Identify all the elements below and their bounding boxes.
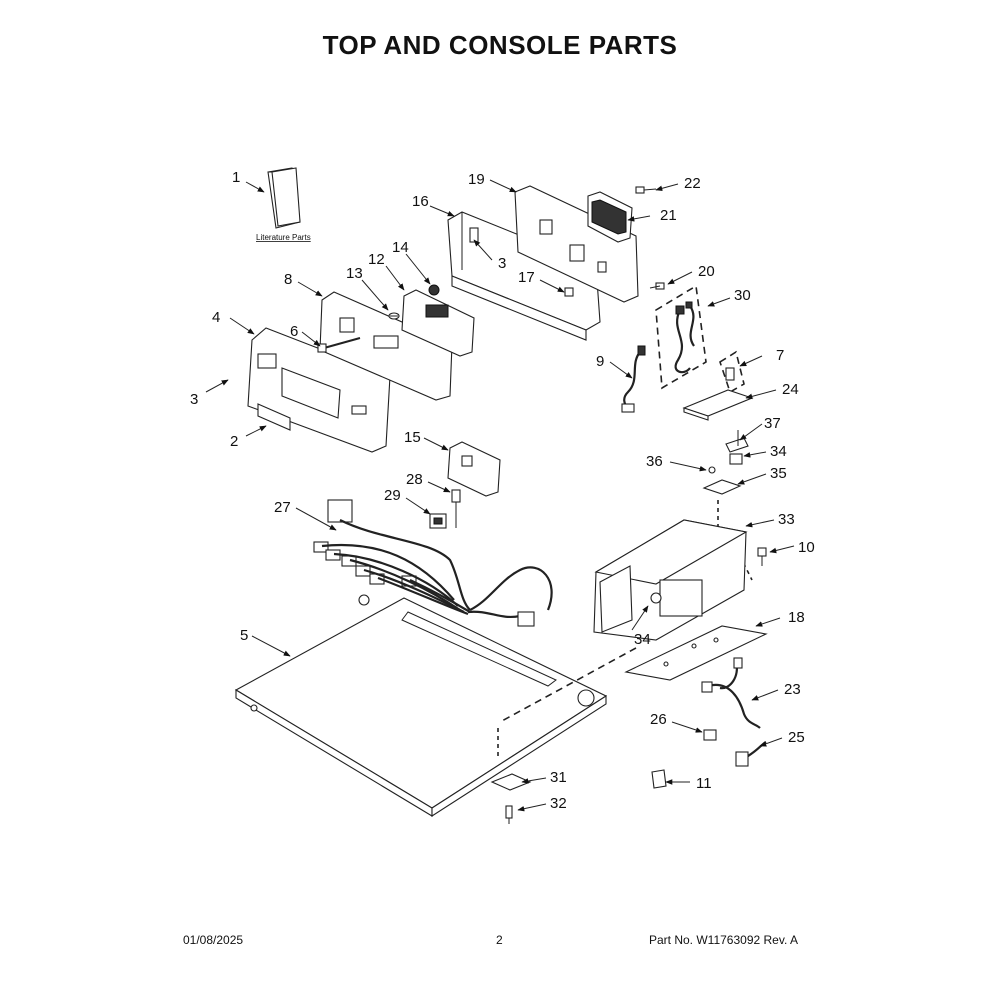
top-panel [234, 597, 608, 818]
callout-9: 9 [596, 353, 604, 370]
screw-28 [451, 489, 461, 528]
bracket-31 [490, 773, 532, 791]
callout-32: 32 [550, 795, 567, 812]
sensor-7 [719, 350, 745, 394]
thermostat-29 [429, 513, 447, 529]
screw-6 [317, 337, 361, 353]
callout-20: 20 [698, 263, 715, 280]
screw-20 [649, 282, 665, 290]
switch-assembly [702, 430, 749, 495]
screw-10 [757, 547, 767, 566]
clip-11 [651, 769, 667, 789]
control-board [587, 191, 633, 243]
callout-15: 15 [404, 429, 421, 446]
board-24 [682, 389, 754, 421]
console-bracket [514, 185, 639, 303]
mounting-panel-8 [319, 291, 453, 401]
plate-18 [624, 625, 768, 681]
callout-21: 21 [660, 207, 677, 224]
callout-19: 19 [468, 171, 485, 188]
console-front-panel [247, 327, 391, 453]
callout-34-second: 34 [770, 443, 787, 460]
footer-part-number: Part No. W11763092 Rev. A [649, 933, 798, 947]
callout-37: 37 [764, 415, 781, 432]
bracket-15 [447, 441, 501, 497]
callout-29: 29 [384, 487, 401, 504]
knob-13 [388, 312, 400, 320]
callout-22: 22 [684, 175, 701, 192]
callout-25: 25 [788, 729, 805, 746]
callout-3: 3 [190, 391, 198, 408]
callout-36: 36 [646, 453, 663, 470]
callout-26: 26 [650, 711, 667, 728]
literature-booklet [267, 167, 301, 229]
callout-33: 33 [778, 511, 795, 528]
callout-12: 12 [368, 251, 385, 268]
callout-6: 6 [290, 323, 298, 340]
wire-harness-30 [655, 284, 707, 390]
callout-16: 16 [412, 193, 429, 210]
callout-1: 1 [232, 169, 240, 186]
literature-label: Literature Parts [256, 233, 311, 242]
callout-28: 28 [406, 471, 423, 488]
callout-27: 27 [274, 499, 291, 516]
callout-17: 17 [518, 269, 535, 286]
callout-23: 23 [784, 681, 801, 698]
callout-4: 4 [212, 309, 220, 326]
callout-35: 35 [770, 465, 787, 482]
callout-34: 34 [634, 631, 651, 648]
callout-7: 7 [776, 347, 784, 364]
overlay-2 [257, 403, 291, 431]
dashed-align [497, 500, 753, 760]
console-housing [593, 519, 748, 641]
page-title: TOP AND CONSOLE PARTS [322, 30, 678, 60]
callout-3-second: 3 [498, 255, 506, 272]
leader-lines [205, 179, 795, 812]
screw-22 [635, 186, 657, 194]
main-wire-harness [313, 499, 553, 627]
knob-14 [428, 284, 440, 296]
footer-date: 01/08/2025 [183, 933, 244, 947]
callout-24: 24 [782, 381, 799, 398]
screw-32 [505, 805, 513, 824]
callout-5: 5 [240, 627, 248, 644]
bracket-12 [401, 289, 475, 357]
callout-11: 11 [696, 775, 712, 792]
wire-harness-9 [621, 345, 646, 413]
clip-26 [703, 729, 717, 741]
callout-31: 31 [550, 769, 567, 786]
callout-10: 10 [798, 539, 815, 556]
callout-2: 2 [230, 433, 238, 450]
callout-30: 30 [734, 287, 751, 304]
callout-13: 13 [346, 265, 363, 282]
callout-8: 8 [284, 271, 292, 288]
harness-23 [701, 657, 761, 729]
console-back-panel [447, 211, 601, 341]
callout-14: 14 [392, 239, 409, 256]
footer-page-number: 2 [496, 933, 503, 947]
callout-18: 18 [788, 609, 805, 626]
